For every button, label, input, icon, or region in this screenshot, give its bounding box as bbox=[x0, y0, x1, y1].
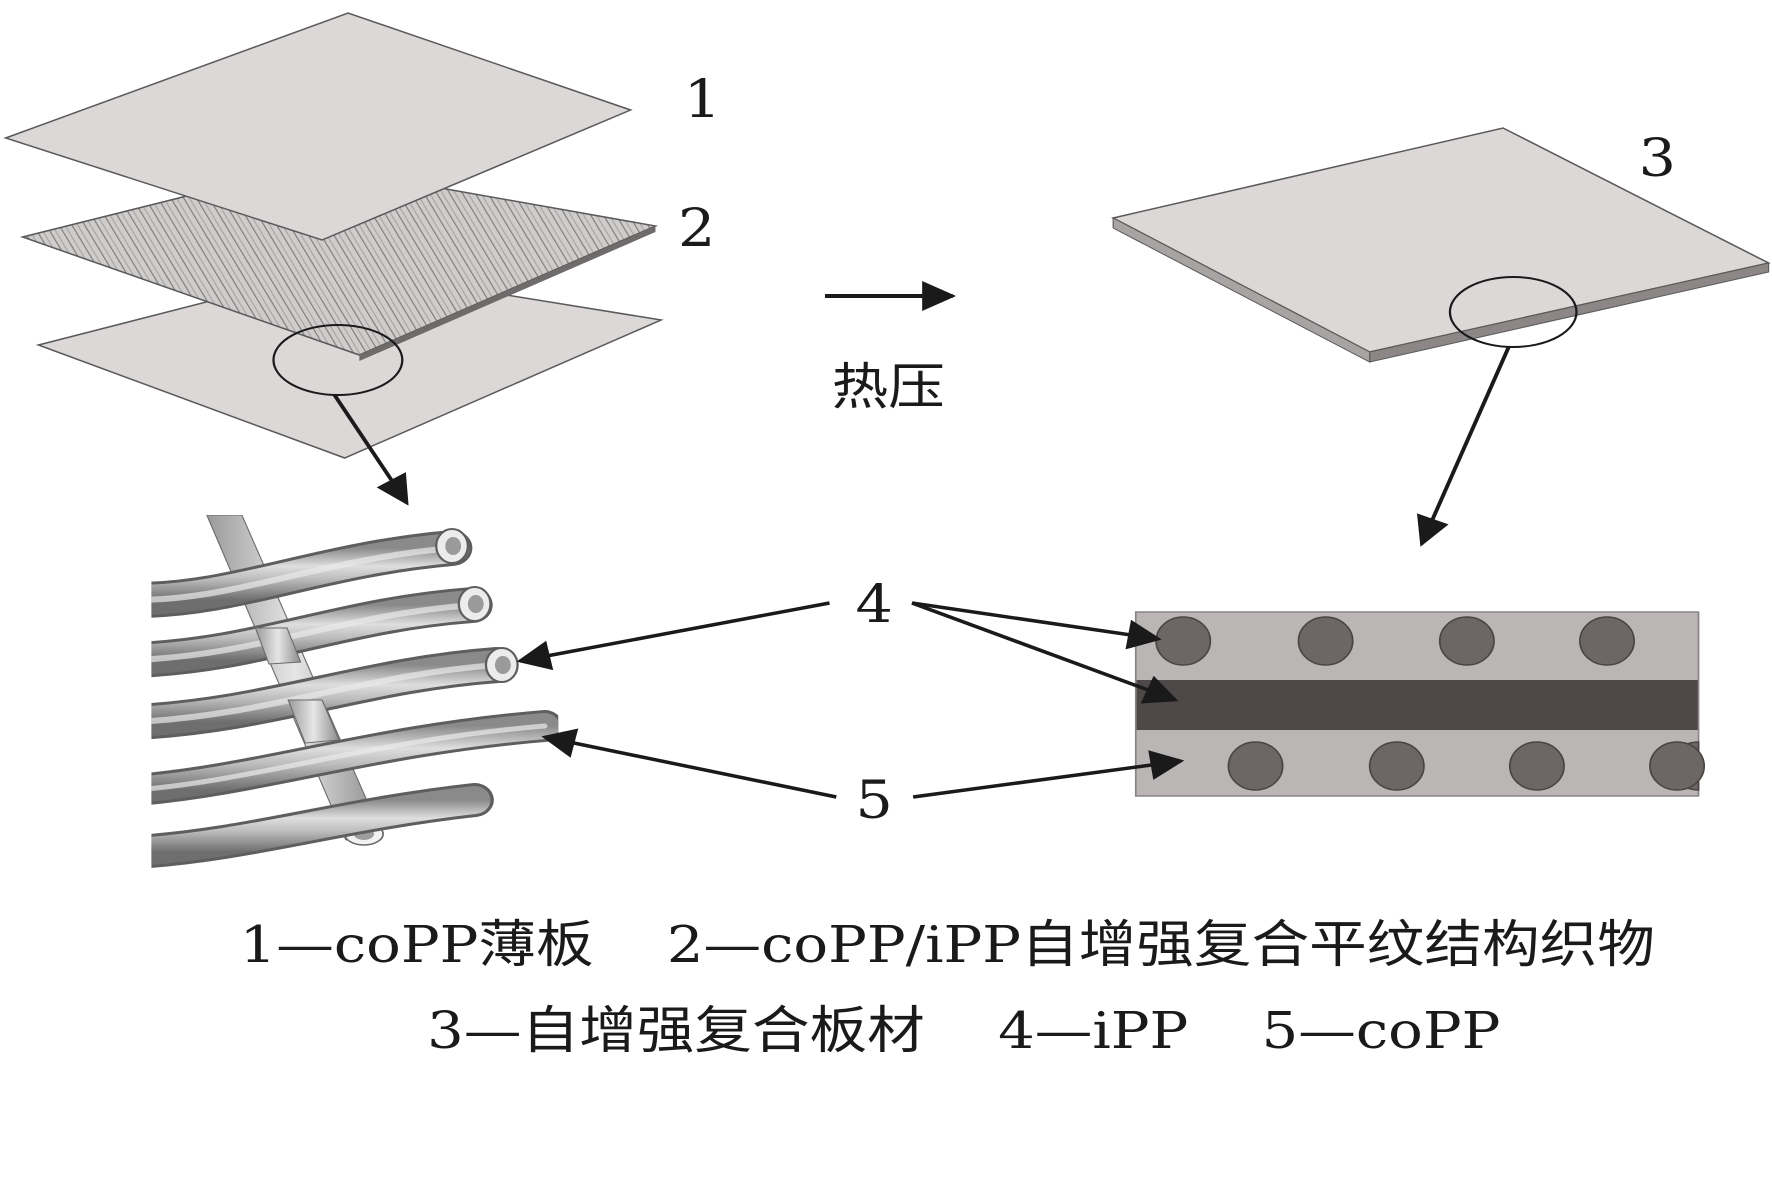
caption-line-1: 1—coPP薄板 2—coPP/iPP自增强复合平纹结构织物 bbox=[240, 914, 1655, 974]
label-2: 2 bbox=[678, 199, 715, 259]
fabric-closeup bbox=[151, 515, 559, 870]
detail-circle-right bbox=[1448, 276, 1578, 348]
section-outline bbox=[1134, 611, 1700, 797]
exploded-layer-stack bbox=[3, 12, 664, 506]
callout-4: 4 bbox=[516, 575, 1179, 704]
caption-line-2: 3—自增强复合板材 4—iPP 5—coPP bbox=[427, 1000, 1500, 1060]
weft-tubes bbox=[151, 528, 559, 868]
hot-press-label: 热压 bbox=[832, 357, 945, 416]
detail-circle-left bbox=[272, 324, 404, 396]
top-copp-sheet bbox=[3, 12, 633, 241]
label-3: 3 bbox=[1639, 129, 1676, 189]
hot-press-step: 热压 bbox=[824, 281, 957, 416]
zoom-arrow-right bbox=[1416, 346, 1511, 547]
callout-5: 5 bbox=[541, 728, 1185, 831]
bottom-fiber-row bbox=[1227, 741, 1706, 791]
panel-cross-section bbox=[1134, 611, 1706, 797]
label-4: 4 bbox=[855, 575, 892, 635]
panel-side-edge bbox=[1112, 217, 1371, 363]
section-core-band bbox=[1135, 680, 1699, 730]
label-1: 1 bbox=[684, 70, 721, 130]
woven-fabric-edge bbox=[359, 226, 656, 361]
zoom-arrow-left bbox=[332, 394, 409, 506]
label-5: 5 bbox=[855, 771, 892, 831]
composite-panel bbox=[1110, 127, 1771, 547]
